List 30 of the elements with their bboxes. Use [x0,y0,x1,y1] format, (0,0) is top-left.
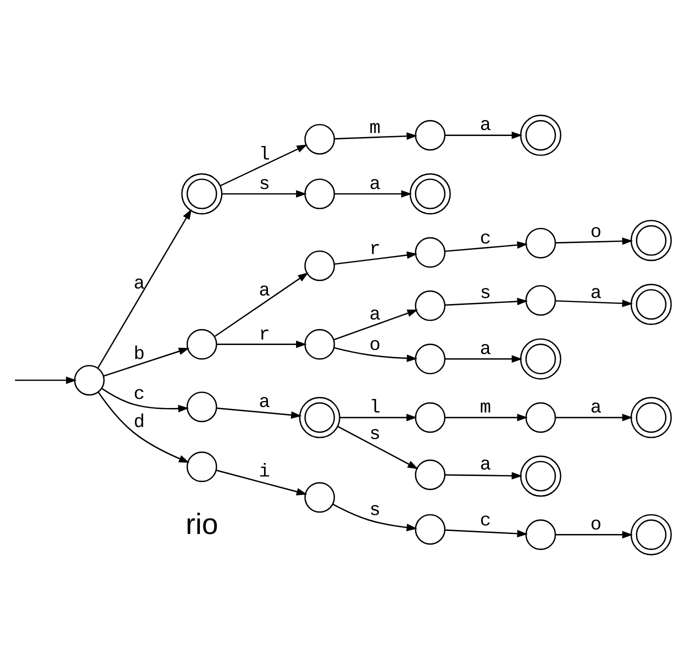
edge-label: c [134,382,145,405]
edge-label: m [369,116,381,138]
edge-label: s [480,281,492,304]
edge-label: c [480,226,492,249]
edge-label: a [480,114,492,136]
edge-label: s [258,172,270,194]
edge-label: i [258,460,270,482]
edge-label: a [369,302,381,325]
label: rio [186,508,218,541]
edge-label: a [590,281,602,304]
edge-label: a [480,453,492,476]
edge-label: l [369,396,381,418]
edge-label: d [134,410,145,433]
edge-label: a [258,390,270,413]
edge-label: m [480,396,492,418]
edge-label: o [590,220,602,242]
edge-label: a [258,278,270,301]
edge-label: r [369,238,381,260]
edge-label: r [258,322,270,345]
edge-label: l [258,143,270,166]
edge-label: o [369,333,381,356]
edge-label: s [369,498,381,520]
edge-label: s [369,422,381,445]
edge-label: a [134,272,145,294]
edge-label: a [369,172,381,194]
edge-label: o [590,513,602,536]
edge-label: b [134,342,145,365]
edge-label: a [480,337,492,360]
edge-label: c [480,509,492,532]
edge-label: a [590,396,602,418]
